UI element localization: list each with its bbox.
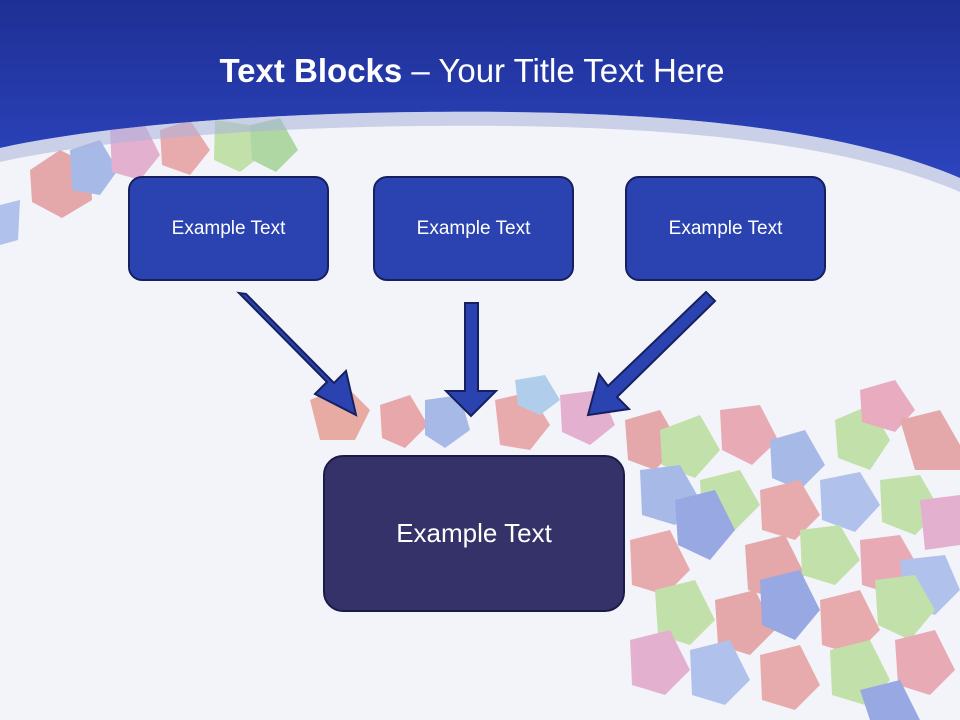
text-block-center[interactable]: Example Text [373, 176, 574, 281]
text-block-left[interactable]: Example Text [128, 176, 329, 281]
text-block-right-label: Example Text [668, 217, 783, 239]
slide-title: Text Blocks – Your Title Text Here [0, 52, 944, 90]
title-rest: Your Title Text Here [438, 52, 725, 89]
title-separator: – [402, 52, 439, 89]
target-block[interactable]: Example Text [323, 455, 625, 612]
text-block-center-label: Example Text [416, 217, 531, 239]
title-bold: Text Blocks [219, 52, 403, 89]
text-block-left-label: Example Text [171, 217, 286, 239]
target-block-label: Example Text [396, 518, 552, 548]
gem-decoration [0, 118, 960, 720]
text-block-right[interactable]: Example Text [625, 176, 826, 281]
